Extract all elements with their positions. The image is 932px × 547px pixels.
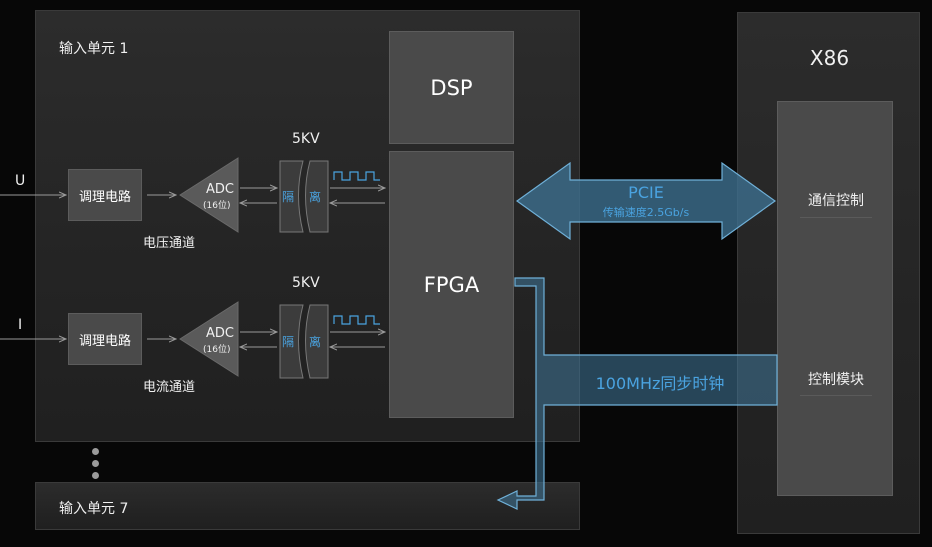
current-pulse-wave: [333, 315, 380, 325]
pcie-speed-label: 传输速度2.5Gb/s: [602, 206, 690, 219]
voltage-conditioning-label: 调理电路: [78, 189, 131, 205]
fpga-block: FPGA: [389, 151, 514, 418]
current-conditioning-label: 调理电路: [78, 333, 131, 349]
voltage-isolation-right-plate: [305, 160, 329, 233]
clock-sync-label: 100MHz同步时钟: [595, 374, 725, 393]
voltage-isolation-right-char: 离: [309, 190, 322, 204]
current-adc-triangle: [179, 301, 239, 377]
comm-control-label: 通信控制: [808, 193, 864, 209]
current-input-label: I: [18, 317, 23, 333]
current-isolation-right-plate: [305, 304, 329, 379]
voltage-isolation-left-plate: [279, 160, 304, 233]
dsp-block: DSP: [389, 31, 514, 144]
clock-sync-path: [496, 277, 778, 510]
current-channel-label: 电流通道: [143, 380, 196, 395]
pcie-label: PCIE: [628, 183, 664, 202]
voltage-isolation-left-char: 隔: [282, 190, 295, 204]
voltage-channel-label: 电压通道: [143, 236, 196, 251]
ellipsis-dots-icon: [92, 448, 99, 484]
x86-inner-block: 通信控制 控制模块: [777, 101, 893, 496]
current-adc-bits: (16位): [203, 345, 231, 355]
x86-title: X86: [809, 46, 850, 70]
comm-control-underline: [800, 217, 872, 218]
voltage-adc-label: ADC: [206, 182, 234, 197]
current-isolation-right-char: 离: [309, 335, 322, 349]
fpga-label: FPGA: [423, 272, 480, 297]
voltage-pulse-wave: [333, 171, 380, 181]
voltage-adc-bits: (16位): [203, 201, 231, 211]
control-module-underline: [800, 395, 872, 396]
voltage-input-label: U: [15, 173, 26, 189]
input-unit-1-title: 输入单元 1: [59, 41, 129, 57]
dsp-label: DSP: [430, 75, 473, 100]
voltage-conditioning-block: 调理电路: [68, 169, 142, 221]
current-isolation-left-char: 隔: [282, 335, 295, 349]
voltage-isolation-voltage: 5KV: [292, 131, 320, 147]
control-module-label: 控制模块: [808, 372, 864, 388]
voltage-adc-triangle: [179, 157, 239, 233]
current-isolation-left-plate: [279, 304, 304, 379]
current-isolation-voltage: 5KV: [292, 275, 320, 291]
current-conditioning-block: 调理电路: [68, 313, 142, 365]
pcie-double-arrow: [515, 161, 777, 241]
input-unit-7-title: 输入单元 7: [59, 501, 129, 517]
input-unit-7-panel: 输入单元 7: [35, 482, 580, 530]
current-adc-label: ADC: [206, 326, 234, 341]
